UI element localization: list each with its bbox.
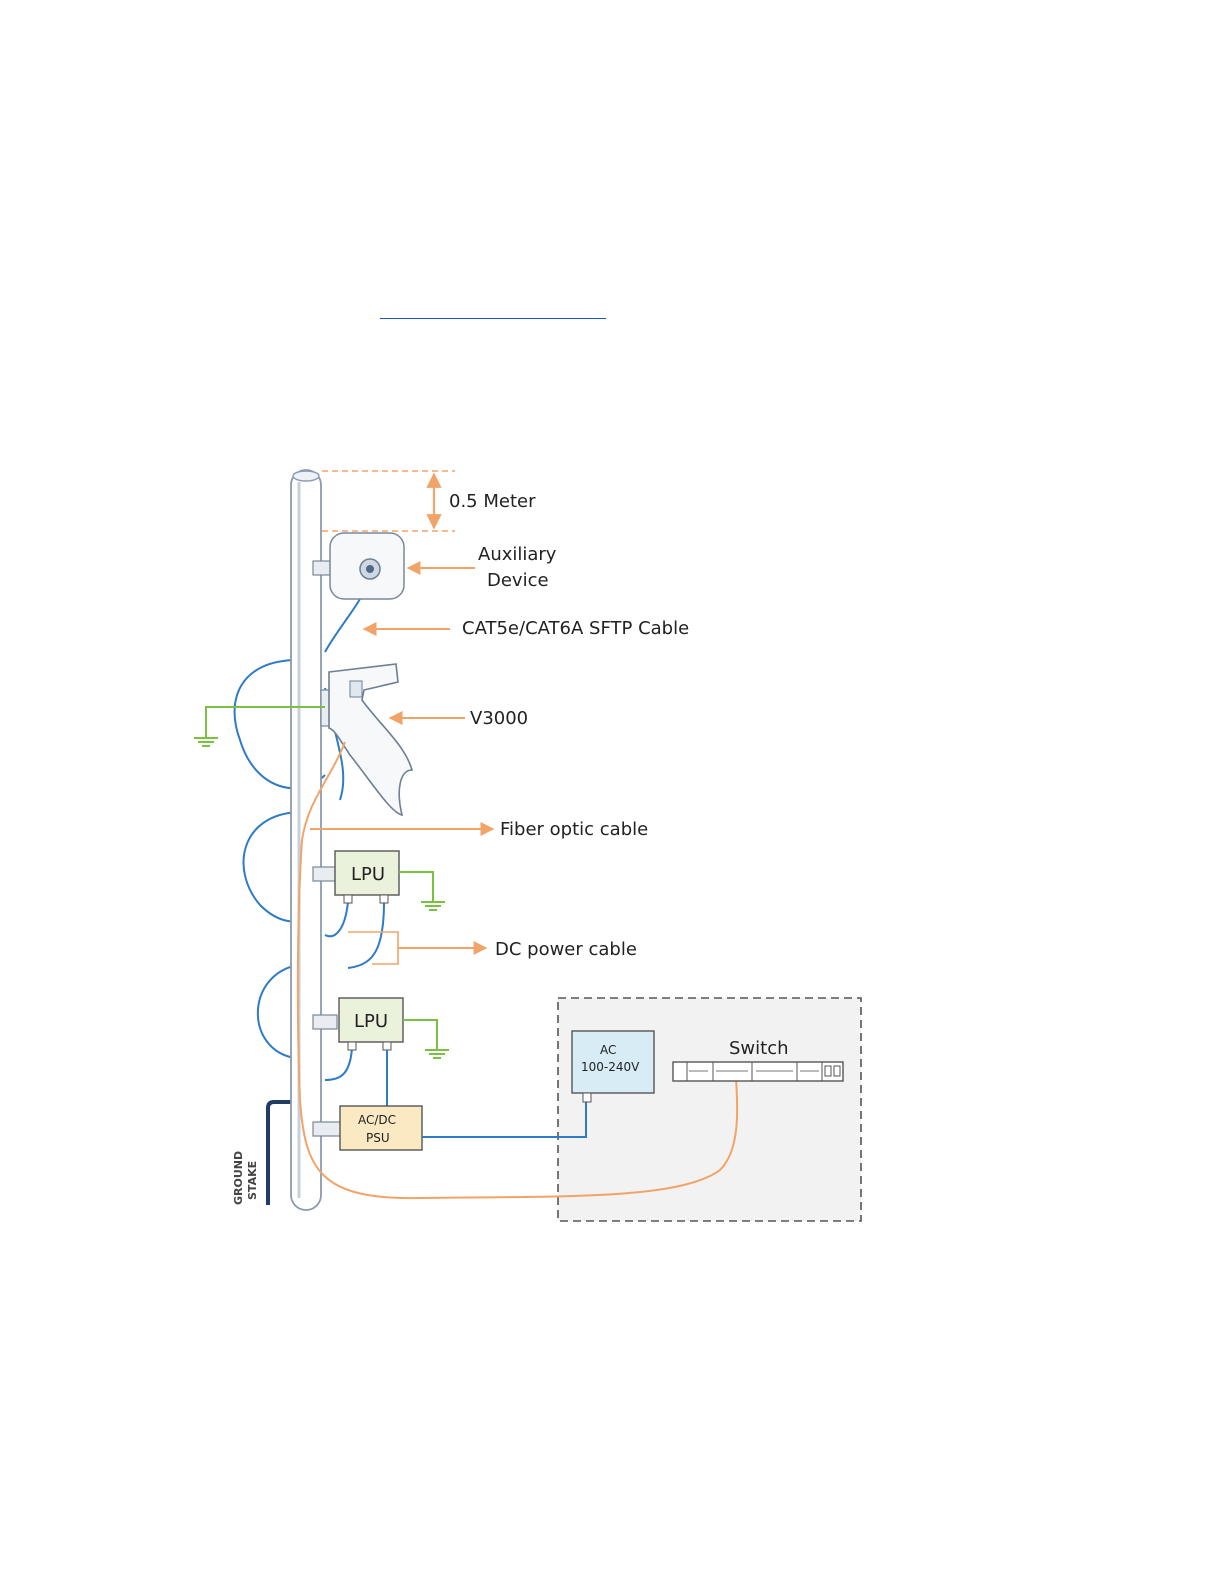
pole (291, 470, 321, 1210)
ac-source: AC 100-240V (572, 1031, 654, 1102)
lpu-1-label: LPU (351, 864, 385, 885)
aux-label-line1: Auxiliary (478, 544, 557, 565)
auxiliary-device (313, 533, 404, 599)
ac-dc-psu: AC/DC PSU (313, 1106, 422, 1150)
height-dimension: 0.5 Meter (322, 471, 536, 531)
ground-stake-label-2: STAKE (246, 1161, 259, 1200)
dc-power-bracket (348, 932, 398, 964)
v3000-label: V3000 (470, 708, 528, 729)
aux-label-line2: Device (487, 570, 549, 591)
lpu-1-ground (399, 872, 445, 910)
psu-label-line2: PSU (366, 1131, 390, 1145)
lpu-1: LPU (313, 851, 399, 903)
ground-stake-label: GROUND (232, 1151, 245, 1205)
fiber-label: Fiber optic cable (500, 819, 648, 840)
switch-label: Switch (729, 1038, 789, 1059)
ac-label-line1: AC (600, 1043, 616, 1057)
psu-label-line1: AC/DC (358, 1113, 396, 1127)
dc-power-label: DC power cable (495, 939, 637, 960)
lpu-2: LPU (313, 998, 403, 1050)
v3000-device (321, 664, 412, 815)
ground-stake: GROUND STAKE (232, 1102, 292, 1205)
height-label: 0.5 Meter (449, 491, 536, 512)
lpu-2-ground (403, 1020, 449, 1058)
cat-cable-label: CAT5e/CAT6A SFTP Cable (462, 618, 689, 639)
ac-label-line2: 100-240V (581, 1060, 640, 1074)
lpu-2-label: LPU (354, 1011, 388, 1032)
